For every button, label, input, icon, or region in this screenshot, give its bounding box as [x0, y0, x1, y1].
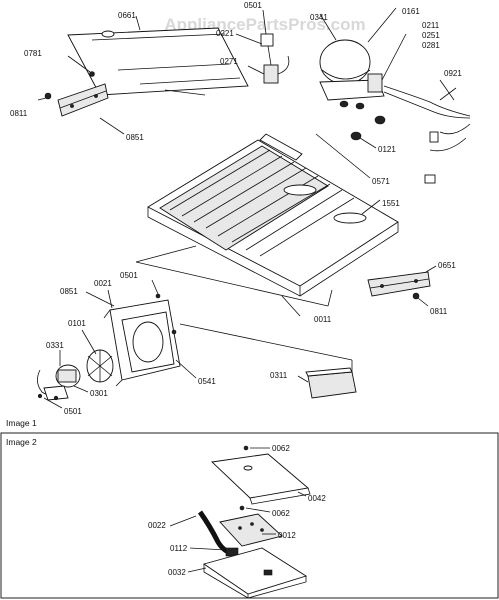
fan-blade-0101	[86, 349, 114, 383]
screw-0062-bot	[239, 505, 245, 511]
label-0062-top: 0062	[272, 444, 290, 453]
label-0311: 0311	[270, 371, 288, 380]
label-1551: 1551	[382, 199, 400, 208]
label-0501-mid: 0501	[120, 271, 138, 280]
base-pan-0011	[147, 133, 399, 297]
leader-lines-image2	[169, 447, 307, 573]
grommets	[339, 100, 386, 141]
label-0541: 0541	[198, 377, 216, 386]
label-0161: 0161	[402, 7, 420, 16]
bracket-0651-right	[367, 271, 431, 297]
label-0042: 0042	[308, 494, 326, 503]
labels-image2: 0062 0042 0022 0062 0012 0112 0032	[148, 444, 326, 577]
relay-0271	[260, 33, 290, 84]
label-0851-top: 0851	[126, 133, 144, 142]
cover-0042	[211, 453, 311, 505]
label-0811-left: 0811	[10, 109, 28, 118]
label-0022: 0022	[148, 521, 166, 530]
housing-0032	[202, 547, 308, 599]
bracket-0851-left	[57, 83, 109, 117]
label-0271: 0271	[220, 57, 238, 66]
label-0571: 0571	[372, 177, 390, 186]
label-0032: 0032	[168, 568, 186, 577]
part-0311	[305, 367, 357, 399]
label-0211: 0211	[422, 21, 440, 30]
label-0501-top: 0501	[244, 1, 262, 10]
label-0651: 0651	[438, 261, 456, 270]
label-0101: 0101	[68, 319, 86, 328]
label-0301: 0301	[90, 389, 108, 398]
label-0811-right: 0811	[430, 307, 448, 316]
screw-0811-right	[412, 292, 420, 300]
fan-shroud-0541	[103, 293, 181, 387]
compressor-0341	[319, 39, 471, 184]
board-0012	[219, 513, 283, 547]
labels-image1: 0501 0341 0161 0661 0221 0211 0251 0281 …	[6, 1, 462, 428]
label-0661: 0661	[118, 11, 136, 20]
screw-0062-top	[243, 445, 249, 451]
image1-title: Image 1	[6, 418, 37, 428]
label-0012: 0012	[278, 531, 296, 540]
screw-0781	[89, 71, 95, 77]
label-0011: 0011	[314, 315, 332, 324]
label-0851-left: 0851	[60, 287, 78, 296]
label-0221: 0221	[216, 29, 234, 38]
leader-lines-image1	[37, 7, 455, 409]
label-0021: 0021	[94, 279, 112, 288]
top-shield-0661	[67, 27, 249, 96]
label-0121: 0121	[378, 145, 396, 154]
label-0921: 0921	[444, 69, 462, 78]
screw-0811-left	[44, 92, 52, 100]
fan-motor-0301	[37, 364, 81, 401]
label-0112: 0112	[170, 544, 188, 553]
label-0062-bot: 0062	[272, 509, 290, 518]
image2-title: Image 2	[6, 437, 37, 447]
label-0501-bot: 0501	[64, 407, 82, 416]
label-0781: 0781	[24, 49, 42, 58]
label-0251: 0251	[422, 31, 440, 40]
label-0281: 0281	[422, 41, 440, 50]
label-0341: 0341	[310, 13, 328, 22]
label-0331: 0331	[46, 341, 64, 350]
